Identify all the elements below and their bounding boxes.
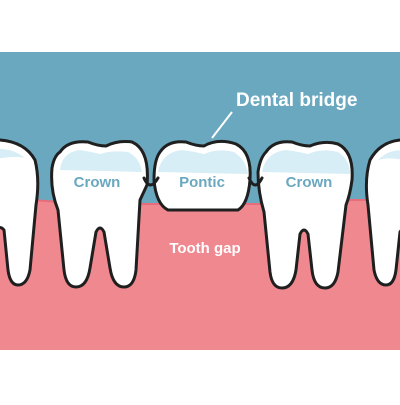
callout-label-dental-bridge: Dental bridge <box>236 90 357 111</box>
label-crown-left: Crown <box>74 174 121 191</box>
tooth-partial-left <box>0 138 40 287</box>
bridge-connector-left <box>142 176 160 187</box>
tooth-pontic <box>152 139 252 212</box>
tooth-crown-left <box>50 140 149 289</box>
tooth-crown-right <box>256 140 354 290</box>
callout-pointer <box>211 111 233 139</box>
bridge-connector-right <box>247 176 264 187</box>
label-pontic: Pontic <box>179 174 225 191</box>
label-tooth-gap: Tooth gap <box>169 240 240 257</box>
label-crown-right: Crown <box>286 174 333 191</box>
